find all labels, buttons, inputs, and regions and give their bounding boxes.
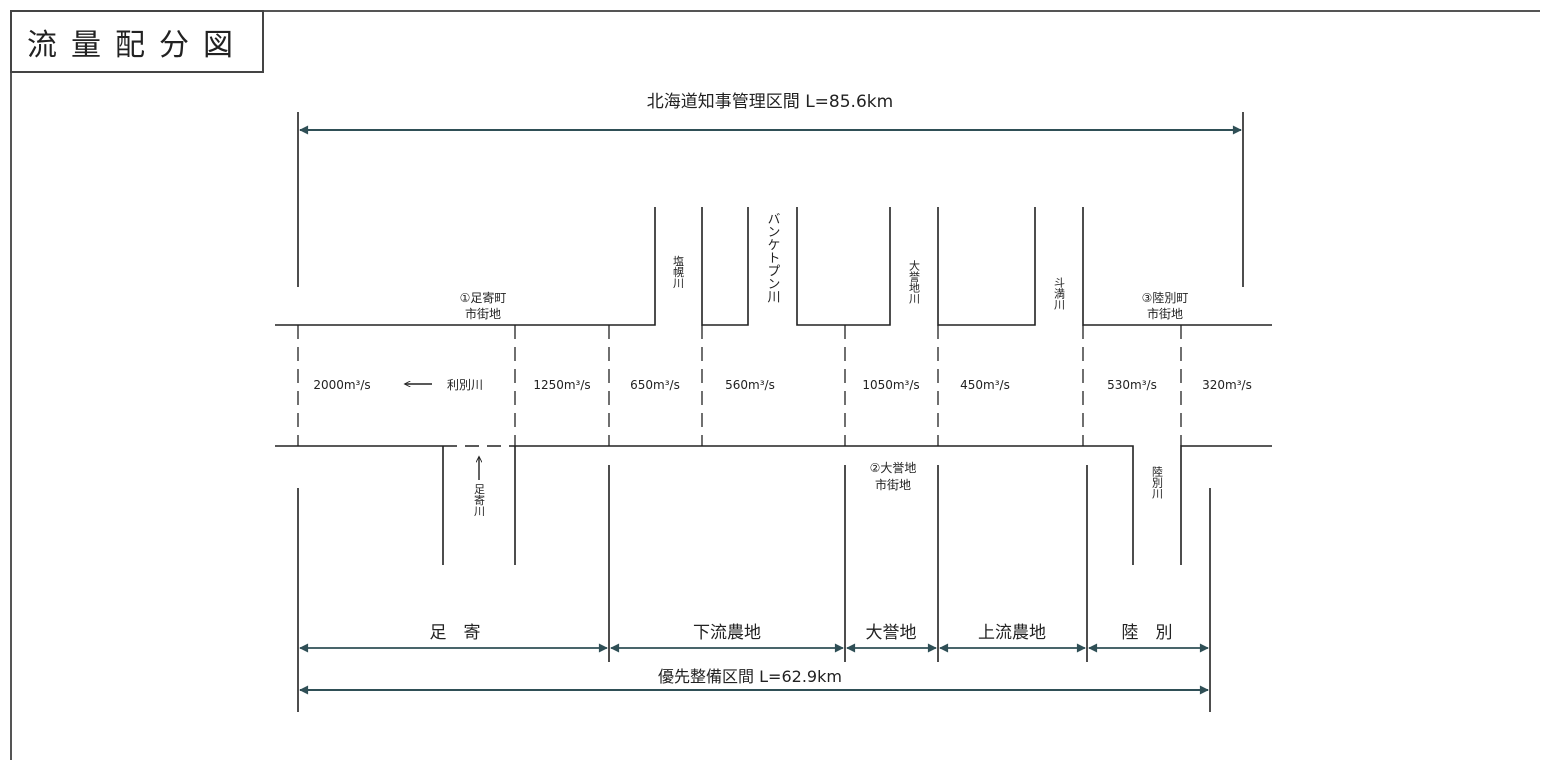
segment-label: 大誉地 — [866, 623, 917, 643]
tributary-label-banketopun: バンケトプン川 — [765, 212, 781, 303]
town-label-line1: ②大誉地 — [870, 461, 917, 475]
flow-value: 320m³/s — [1202, 378, 1252, 392]
tributary-label-ashoro: 足寄川 — [473, 484, 486, 517]
town-label-line2: 市街地 — [1147, 306, 1183, 321]
segment-label: 上流農地 — [978, 623, 1046, 643]
top-section-label: 北海道知事管理区間 L=85.6km — [647, 92, 893, 112]
town-label-line2: 市街地 — [875, 477, 911, 492]
priority-section-label: 優先整備区間 L=62.9km — [658, 667, 842, 686]
town-label-line1: ①足寄町 — [460, 290, 507, 305]
flow-value: 1250m³/s — [533, 378, 590, 392]
flow-value: 450m³/s — [960, 378, 1010, 392]
upper-bank-2 — [701, 207, 749, 326]
lower-bank-2 — [515, 445, 1134, 565]
lower-bank-3 — [1180, 445, 1272, 565]
diagram-frame — [10, 10, 1540, 760]
tributary-label-oyochi: 大誉地川 — [908, 259, 921, 304]
segment-label: 下流農地 — [693, 623, 761, 643]
upper-bank-3 — [796, 207, 891, 326]
flow-value: 2000m³/s — [313, 378, 370, 392]
town-label-line2: 市街地 — [465, 306, 501, 321]
flow-value: 1050m³/s — [862, 378, 919, 392]
upper-bank-4 — [937, 207, 1036, 326]
flow-value: 560m³/s — [725, 378, 775, 392]
flow-value: 530m³/s — [1107, 378, 1157, 392]
tributary-label-rikubetsu: 陸別川 — [1151, 466, 1164, 499]
segment-label: 足 寄 — [430, 623, 481, 643]
flow-value: 650m³/s — [630, 378, 680, 392]
tributary-label-toshibetsu: 利別川 — [447, 378, 483, 392]
tributary-label-shiomi: 塩幌川 — [672, 254, 685, 288]
upper-bank-1 — [275, 207, 656, 326]
segment-label: 陸 別 — [1122, 623, 1173, 643]
diagram-title: 流量配分図 — [10, 10, 264, 73]
town-label-line1: ③陸別町 — [1142, 291, 1189, 305]
tributary-label-tomi: 斗満川 — [1053, 277, 1066, 310]
